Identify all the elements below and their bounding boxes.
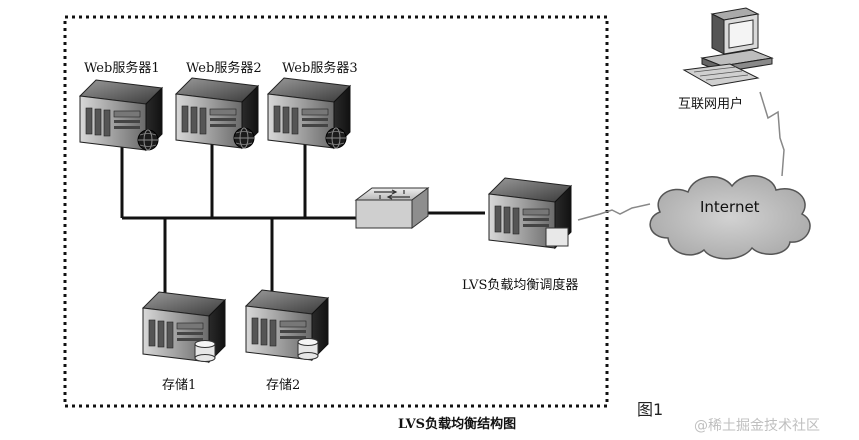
web-server-2: Web服务器2 — [176, 60, 262, 148]
server-label: Web服务器1 — [84, 60, 160, 76]
storage-server-icon — [246, 290, 328, 360]
figure-label: 图1 — [637, 400, 663, 419]
storage-1: 存储1 — [143, 292, 225, 393]
storage-server-icon — [143, 292, 225, 362]
network-switch — [354, 187, 430, 229]
web-server-icon — [176, 78, 258, 148]
web-server-1: Web服务器1 — [80, 60, 162, 150]
storage-2: 存储2 — [246, 290, 328, 393]
web-server-3: Web服务器3 — [268, 60, 358, 148]
server-label: Web服务器2 — [186, 60, 262, 76]
lvs-dispatcher: LVS负载均衡调度器 — [462, 177, 578, 293]
internet-user: 互联网用户 — [678, 7, 774, 112]
web-server-icon — [80, 80, 162, 150]
cloud-icon — [649, 175, 811, 260]
computer-icon — [682, 7, 774, 87]
network-wires — [120, 140, 485, 312]
lightning-link-dispatcher — [577, 203, 651, 221]
user-label: 互联网用户 — [678, 96, 743, 112]
dispatcher-label: LVS负载均衡调度器 — [462, 277, 578, 293]
web-server-icon — [268, 78, 350, 148]
server-label: Web服务器3 — [282, 60, 358, 76]
diagram-caption: LVS负载均衡结构图 — [398, 416, 516, 432]
watermark: @稀土掘金技术社区 — [694, 418, 820, 434]
internet-label: Internet — [700, 198, 760, 216]
internet-cloud: Internet — [649, 175, 811, 260]
storage-label: 存储2 — [266, 378, 300, 393]
storage-label: 存储1 — [162, 378, 196, 393]
lightning-link-user — [759, 91, 785, 177]
switch-arrows-icon — [374, 189, 410, 200]
